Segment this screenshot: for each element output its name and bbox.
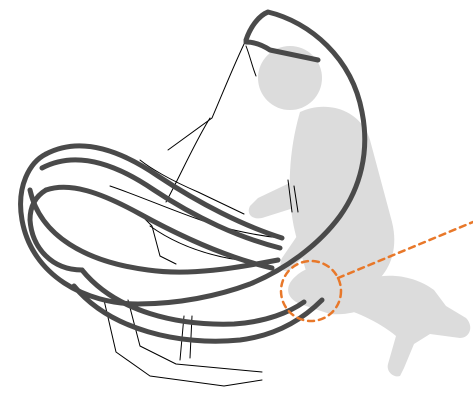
seat-shell-back	[140, 160, 244, 214]
seat-base-outline	[104, 300, 262, 386]
seat-cushion-side	[136, 210, 176, 264]
strap-loop-mid	[42, 160, 280, 248]
strap-loop-low	[46, 187, 272, 268]
seat-back-inner	[246, 46, 256, 76]
seat-canopy-outline	[168, 40, 246, 150]
person-leg-right	[348, 276, 470, 377]
seat-side-outline	[166, 118, 210, 202]
